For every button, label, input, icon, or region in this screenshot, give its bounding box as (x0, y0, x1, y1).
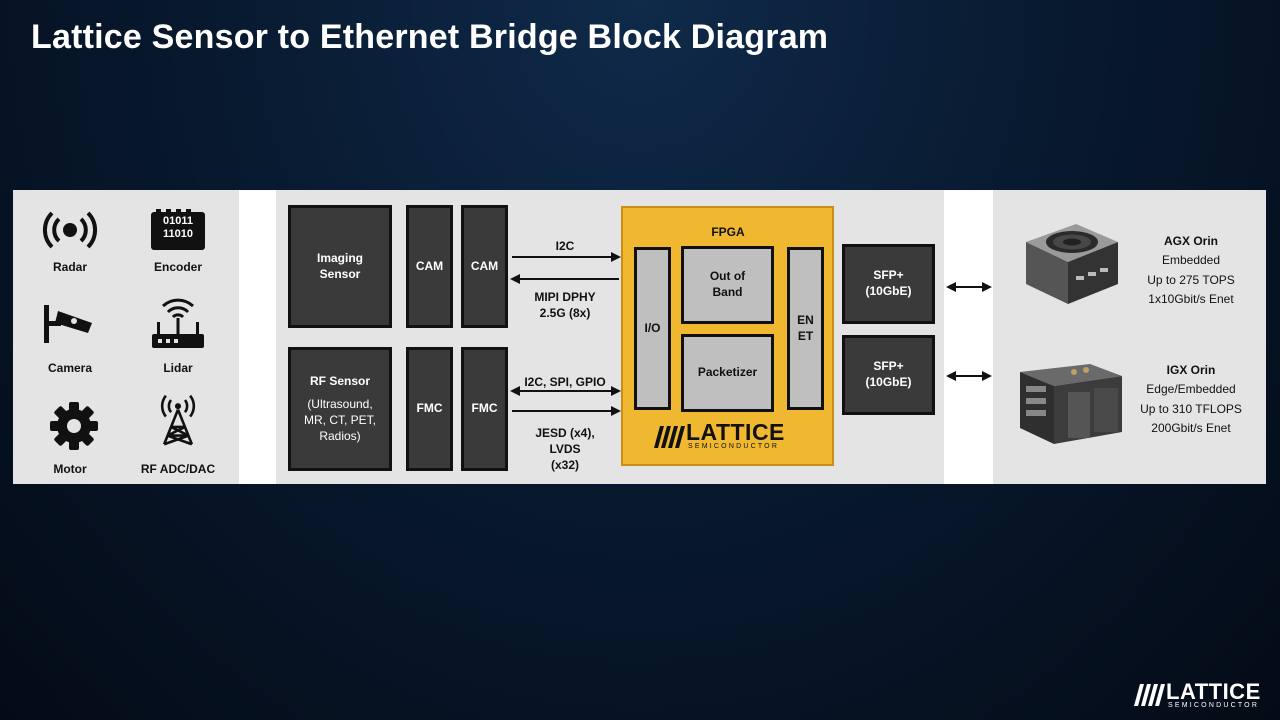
agx-orin-line-2: Up to 275 TOPS (1147, 272, 1235, 287)
igx-orin-spec: IGX Orin Edge/Embedded Up to 310 TFLOPS … (1121, 361, 1261, 439)
mipi-link-label: MIPI DPHY 2.5G (8x) (515, 289, 615, 321)
fpga-logo-text: LATTICE (686, 419, 785, 445)
enet-label-2: ET (797, 328, 814, 343)
fmc-label-2: FMC (471, 401, 498, 416)
jesd-link-label: JESD (x4), LVDS (x32) (515, 425, 615, 474)
agx-orin-line-1: Embedded (1161, 253, 1221, 268)
enet-block: EN ET (787, 247, 824, 410)
rf-sensor-title: RF Sensor (309, 373, 370, 388)
rf-sensor-detail: (Ultrasound, MR, CT, PET, Radios) (303, 396, 376, 443)
footer-lattice-mark-icon (1134, 684, 1165, 706)
packetizer-label: Packetizer (697, 365, 758, 380)
igx-orin-line-1: Edge/Embedded (1146, 382, 1236, 397)
packetizer-block: Packetizer (681, 334, 774, 412)
i2c-link-label: I2C (555, 239, 575, 253)
camera-icon (44, 305, 92, 343)
motor-gear-icon (50, 402, 98, 450)
rf-tower-icon (160, 394, 196, 446)
separator (944, 190, 993, 484)
fpga-title: FPGA (711, 225, 745, 239)
jesd-link-line-3: (x32) (550, 458, 579, 473)
mipi-link-line-2: 2.5G (8x) (539, 306, 591, 321)
mipi-link-line-1: MIPI DPHY (534, 290, 596, 304)
radar-label: Radar (52, 260, 87, 274)
cam-block-2: CAM (461, 205, 508, 328)
sfp-block-1: SFP+ (10GbE) (842, 244, 935, 324)
out-of-band-label: Out of Band (709, 269, 746, 299)
igx-orin-device-icon (1020, 364, 1122, 444)
i2c-spi-gpio-link-label: I2C, SPI, GPIO (524, 375, 606, 389)
cam-label-1: CAM (415, 258, 444, 273)
footer-logo-subtext: SEMICONDUCTOR (1168, 702, 1260, 709)
sfp-block-2: SFP+ (10GbE) (842, 335, 935, 415)
jesd-link-line-1: JESD (x4), (535, 426, 595, 440)
sfp-label-1: SFP+ (10GbE) (865, 268, 912, 298)
encoder-bits: 01011 11010 (148, 215, 208, 240)
fpga-logo-subtext: SEMICONDUCTOR (688, 443, 780, 450)
footer-logo-text: LATTICE (1166, 679, 1261, 704)
cam-block-1: CAM (406, 205, 453, 328)
agx-orin-name: AGX Orin (1163, 234, 1218, 248)
encoder-bits-row-1: 01011 (163, 215, 193, 227)
imaging-sensor-label: Imaging Sensor (316, 250, 363, 281)
rf-sensor-block: RF Sensor (Ultrasound, MR, CT, PET, Radi… (288, 347, 392, 471)
io-label: I/O (644, 320, 661, 335)
encoder-icon (151, 209, 205, 250)
encoder-bits-row-2: 11010 (163, 227, 193, 240)
lidar-icon (152, 298, 204, 348)
agx-orin-line-3: 1x10Gbit/s Enet (1148, 292, 1234, 307)
jesd-link-line-2: LVDS (549, 442, 581, 457)
agx-orin-device-icon (1026, 224, 1118, 304)
igx-orin-name: IGX Orin (1166, 363, 1216, 377)
lidar-label: Lidar (163, 361, 193, 375)
rf-adc-dac-label: RF ADC/DAC (140, 462, 216, 476)
imaging-sensor-block: Imaging Sensor (288, 205, 392, 328)
out-of-band-block: Out of Band (681, 246, 774, 324)
enet-label-1: EN (797, 312, 814, 327)
fmc-label-1: FMC (416, 401, 443, 416)
agx-orin-spec: AGX Orin Embedded Up to 275 TOPS 1x10Gbi… (1121, 232, 1261, 310)
sfp-label-2: SFP+ (10GbE) (865, 359, 912, 389)
lattice-logo-mark-icon (654, 426, 685, 448)
camera-label: Camera (47, 361, 93, 375)
encoder-label: Encoder (153, 260, 202, 274)
fmc-block-1: FMC (406, 347, 453, 471)
separator (239, 190, 276, 484)
cam-label-2: CAM (470, 258, 499, 273)
igx-orin-line-3: 200Gbit/s Enet (1151, 421, 1231, 436)
igx-orin-line-2: Up to 310 TFLOPS (1140, 401, 1242, 416)
page-title: Lattice Sensor to Ethernet Bridge Block … (31, 18, 829, 56)
fmc-block-2: FMC (461, 347, 508, 471)
motor-label: Motor (53, 462, 87, 476)
io-block: I/O (634, 247, 671, 410)
radar-icon (42, 211, 98, 249)
